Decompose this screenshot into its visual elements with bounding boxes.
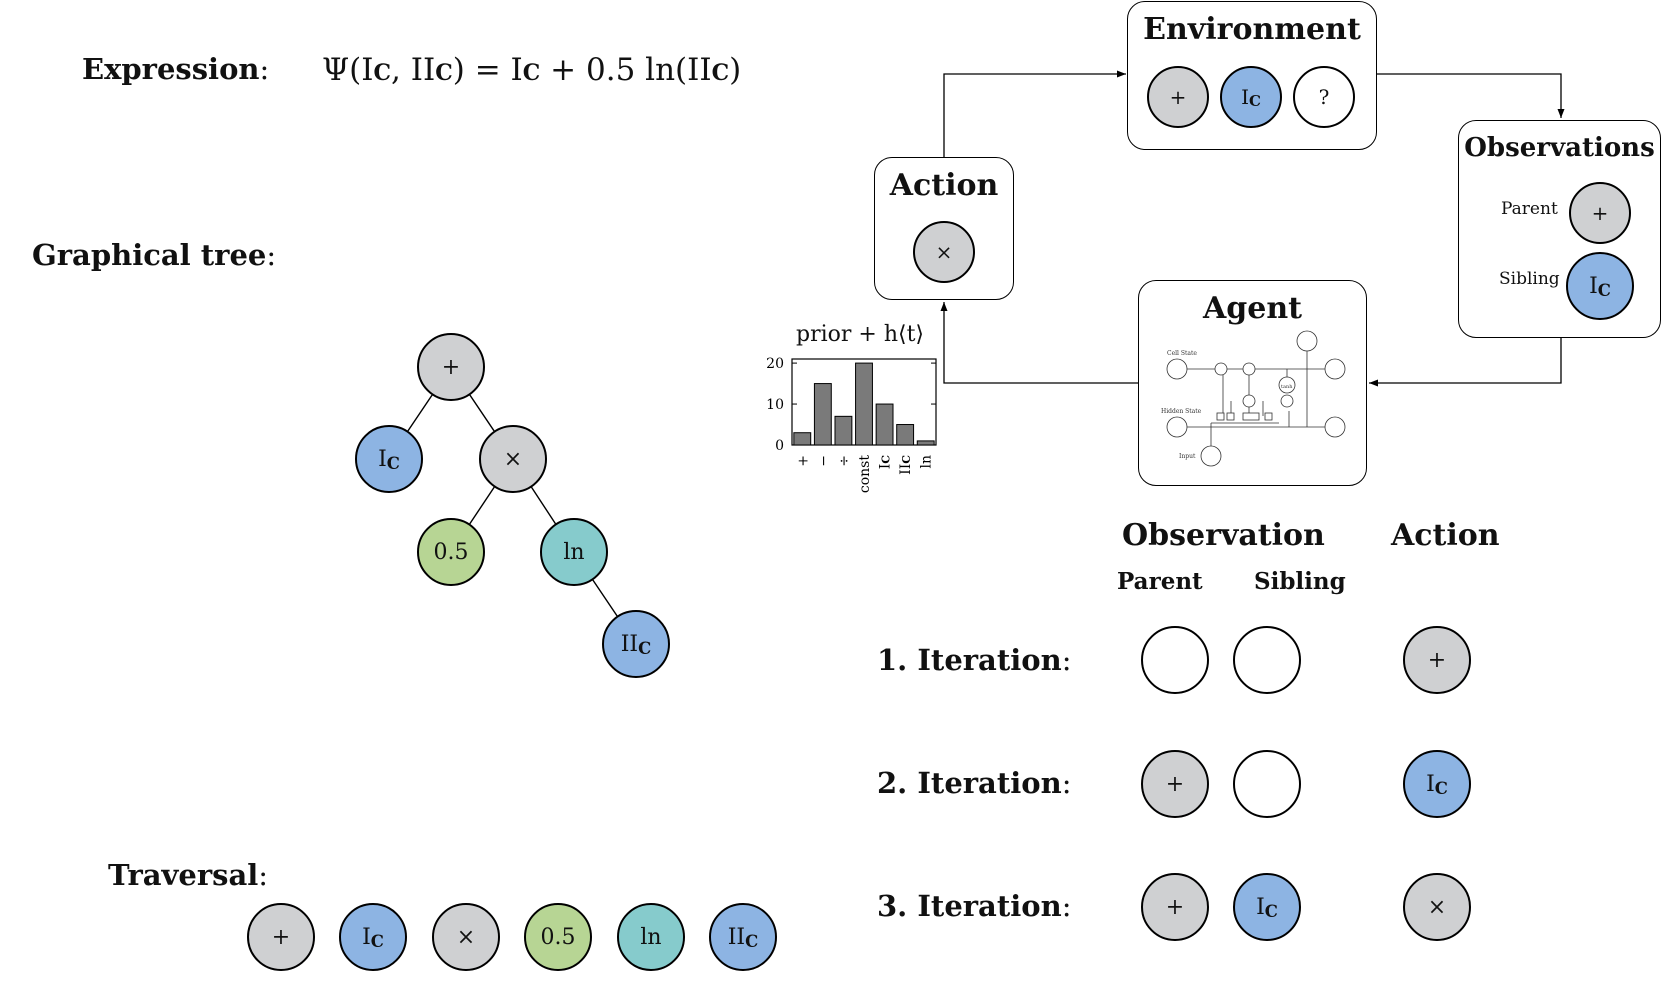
expression-label: Expression: [82,52,270,86]
lstm-tanh-label: tanh [1281,384,1293,390]
iteration-3-action: × [1403,873,1471,941]
iteration-1-parent [1141,626,1209,694]
chart-ytick-label: 20 [766,356,784,372]
expression-formula: Ψ(IC, IIC) = IC + 0.5 ln(IIC) [322,52,742,88]
lstm-input-label: Input [1179,453,1196,460]
chart-xtick-label: ÷ [836,455,852,467]
action-title: Action [889,168,999,203]
chart-bar [813,383,832,446]
iteration-2-sibling [1233,750,1301,818]
traversal-node-ln: ln [617,903,685,971]
chart-ytick-label: 10 [766,397,784,413]
observations-title: Observations [1464,133,1655,163]
environment-title: Environment [1143,12,1361,47]
header-observation: Observation [1122,518,1325,553]
chart-xtick-label: ln [919,455,935,469]
chart-bar [916,440,935,446]
chart-bar [834,415,853,446]
arrow-action-to-environment [943,70,1126,157]
observations-parent-label: Parent [1501,199,1558,219]
iteration-1-sibling [1233,626,1301,694]
header-sibling: Sibling [1254,568,1346,595]
action-node-times: × [913,221,975,283]
chart-bar [896,424,915,446]
traversal-label: Traversal: [108,858,269,892]
arrow-agent-to-action [940,302,1138,384]
tree-node-ln: ln [540,518,608,586]
traversal-node-const: 0.5 [524,903,592,971]
arrow-observations-to-agent [1369,338,1562,387]
prior-chart: 0 10 20 +−÷ const IC IIC ln [766,356,937,493]
iteration-3-label: 3. Iteration: [877,889,1072,923]
action-box: Action × [874,157,1014,300]
chart-bar [875,403,894,446]
traversal-node-times: × [432,903,500,971]
lstm-hidden-state-label: Hidden State [1161,408,1202,415]
environment-node-unknown: ? [1293,66,1355,128]
observations-node-parent: + [1569,182,1631,244]
tree-node-plus: + [417,333,485,401]
chart-xtick-label: − [816,455,832,467]
chart-ytick-label: 0 [775,438,784,454]
header-parent: Parent [1117,568,1203,595]
agent-box: Agent [1138,280,1367,486]
graphical-tree-label: Graphical tree: [32,238,277,272]
arrow-environment-to-observations [1376,73,1565,118]
iteration-3-parent: + [1141,873,1209,941]
lstm-cell-diagram: Cell State Hidden State Input tanh [1161,330,1346,467]
chart-xtick-label: + [795,455,811,467]
iteration-2-label: 2. Iteration: [877,766,1072,800]
header-action: Action [1391,518,1500,553]
iteration-1-action: + [1403,626,1471,694]
chart-title: prior + h⟨t⟩ [796,322,924,347]
chart-bar [793,432,812,446]
traversal-node-plus: + [247,903,315,971]
iteration-2-parent: + [1141,750,1209,818]
chart-xtick-label: IIC [898,455,914,475]
observations-sibling-label: Sibling [1499,269,1560,289]
lstm-cell-state-label: Cell State [1167,350,1197,357]
environment-node-plus: + [1147,66,1209,128]
chart-xtick-label: const [857,455,873,493]
tree-node-const: 0.5 [417,518,485,586]
iteration-1-label: 1. Iteration: [877,643,1072,677]
agent-title: Agent [1202,291,1302,326]
tree-node-times: × [479,425,547,493]
chart-bar [855,362,873,446]
chart-xtick-label: IC [878,455,894,470]
